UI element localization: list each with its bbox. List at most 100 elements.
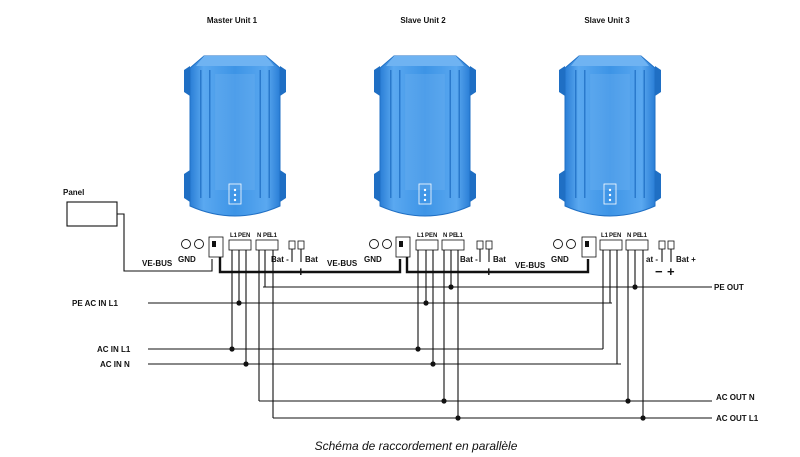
terminal-n-out-label: N [443,233,447,239]
unit-title-slave-2: Slave Unit 2 [400,16,446,25]
gnd-label: GND [178,255,196,264]
gnd-label: GND [364,255,382,264]
panel-label: Panel [63,188,84,197]
mounting-tab-right [470,66,476,96]
inverter-unit-slave-3 [559,55,661,217]
diagram-caption: Schéma de raccordement en parallèle [315,439,518,453]
ac-out-terminal-block [255,239,279,251]
terminal-l1-out-label: L1 [270,233,278,239]
terminal-n-out-label: N [627,233,631,239]
status-window [228,183,242,205]
panel-vebus-cable [117,213,213,272]
unit-title-slave-3: Slave Unit 3 [584,16,630,25]
bat-pos-label: Bat [493,255,506,264]
ground-screw-icon [553,239,563,249]
ac-in-terminal-block [415,239,439,251]
terminal-area-unit-3: GND L1 PE N N PE L1 at - Bat + − + [551,233,696,279]
bat-neg-terminal [476,240,484,250]
plus-sign: + [485,264,493,279]
vebus-port-pin [212,241,216,247]
terminal-n-label: N [617,233,621,239]
minus-sign: − [655,264,663,279]
status-window [603,183,617,205]
mounting-tab-right [280,66,286,96]
bat-pos-terminal [485,240,493,250]
ac-out-n-label: AC OUT N [716,393,755,402]
mounting-tab-left-lower [184,170,190,202]
terminal-n-label: N [433,233,437,239]
plus-sign: + [667,264,675,279]
gnd-label: GND [551,255,569,264]
mounting-tab-right-lower [655,170,661,202]
terminal-pe-label: PE [238,233,246,239]
terminal-pe-out-label: PE [263,233,271,239]
mounting-tab-left [374,66,380,96]
ground-screw-icon [369,239,379,249]
minus-sign: − [473,264,481,279]
bat-neg-label: Bat - [460,255,478,264]
bat-pos-terminal [667,240,675,250]
terminal-n-out-label: N [257,233,261,239]
ac-in-l1-label: AC IN L1 [97,345,131,354]
vebus-link-2-3 [405,257,590,274]
mounting-tab-left-lower [374,170,380,202]
ac-out-l1-label: AC OUT L1 [716,414,759,423]
bat-neg-terminal [658,240,666,250]
terminal-l1-label: L1 [230,233,238,239]
remote-panel-box [66,201,118,227]
vebus-port-pin [399,241,403,247]
unit-top-cap [196,56,274,66]
terminal-l1-out-label: L1 [456,233,464,239]
vent-dot [608,188,612,192]
terminal-pe-label: PE [609,233,617,239]
ac-in-n-label: AC IN N [100,360,130,369]
unit-housing [189,55,281,217]
center-panel [215,74,255,190]
vent-dot [423,188,427,192]
mounting-tab-right [655,66,661,96]
terminal-pe-out-label: PE [633,233,641,239]
ground-symbol-icon [382,239,392,249]
mounting-tab-right-lower [470,170,476,202]
vent-dot [233,198,237,202]
status-window [418,183,432,205]
pe-ac-in-l1-label: PE AC IN L1 [72,299,118,308]
mounting-tab-left-lower [559,170,565,202]
mounting-tab-right-lower [280,170,286,202]
terminal-l1-label: L1 [417,233,425,239]
center-panel [590,74,630,190]
vebus-label-3: VE-BUS [515,261,546,270]
ac-in-terminal-block [599,239,623,251]
ac-in-terminal-block [228,239,252,251]
vebus-label-1: VE-BUS [142,259,173,268]
bat-neg-terminal [288,240,296,250]
ac-out-terminal-block [441,239,465,251]
terminal-area-unit-1: GND L1 PE N N PE L1 Bat - Bat − + [178,233,318,279]
vent-dot [608,198,612,202]
ac-out-terminal-block [625,239,649,251]
plus-sign: + [297,264,305,279]
pe-out-label: PE OUT [714,283,744,292]
vent-dot [233,188,237,192]
terminal-area-unit-2: GND L1 PE N N PE L1 Bat - Bat − + [364,233,506,279]
terminal-pe-label: PE [425,233,433,239]
terminal-n-label: N [246,233,250,239]
vent-dot [423,198,427,202]
vebus-label-2: VE-BUS [327,259,358,268]
ground-symbol-icon [566,239,576,249]
terminal-l1-out-label: L1 [640,233,648,239]
vebus-port-pin [585,241,589,247]
inverter-unit-slave-2 [374,55,476,217]
unit-housing [564,55,656,217]
bat-pos-label: Bat + [676,255,696,264]
ground-screw-icon [181,239,191,249]
terminal-l1-label: L1 [601,233,609,239]
vent-dot [423,193,427,197]
minus-sign: − [285,264,293,279]
vebus-link-1-2 [218,257,402,274]
bat-neg-label: at - [646,255,658,264]
unit-top-cap [571,56,649,66]
vent-dot [233,193,237,197]
vent-dot [608,193,612,197]
